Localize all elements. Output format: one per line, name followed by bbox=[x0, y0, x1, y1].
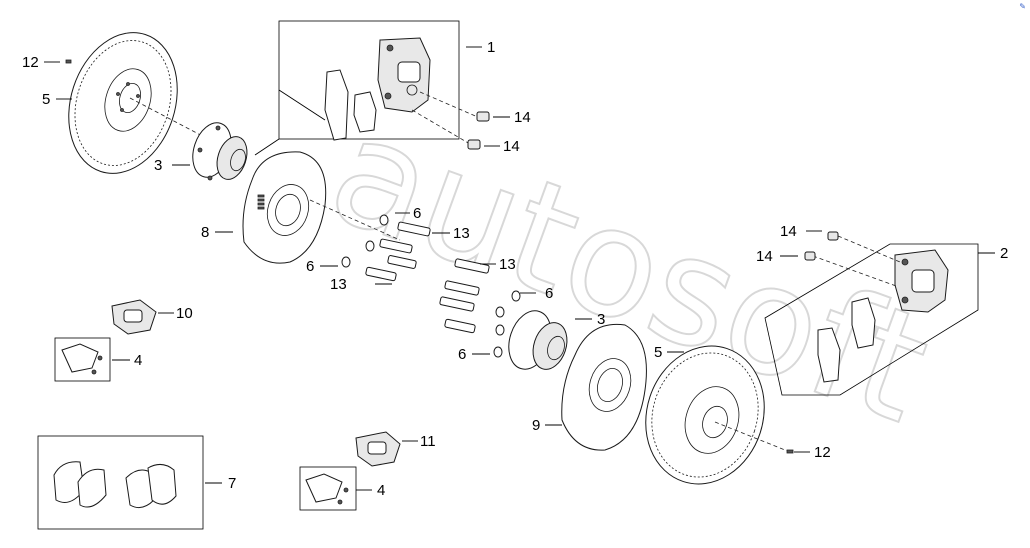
callout-12b: 12 bbox=[814, 444, 831, 461]
bolt-14c[interactable] bbox=[827, 231, 839, 241]
wheel-hub-right[interactable] bbox=[502, 305, 573, 374]
callout-3a: 3 bbox=[154, 157, 162, 174]
callout-5a: 5 bbox=[42, 91, 50, 108]
callout-5b: 5 bbox=[654, 344, 662, 361]
bolt-14a[interactable] bbox=[476, 111, 490, 122]
brake-pad-inner-1[interactable] bbox=[324, 69, 349, 141]
callout-labels: 1 2 3 3 4 4 5 5 6 6 6 6 7 8 9 10 11 12 1… bbox=[22, 39, 1008, 499]
callout-2: 2 bbox=[1000, 245, 1008, 262]
callout-13c: 13 bbox=[330, 276, 347, 293]
callout-4a: 4 bbox=[134, 352, 142, 369]
callout-10: 10 bbox=[176, 305, 193, 322]
backing-plate-right[interactable] bbox=[561, 323, 647, 451]
rear-pad-set[interactable] bbox=[53, 461, 177, 509]
callout-12a: 12 bbox=[22, 54, 39, 71]
brake-pad-inner-2[interactable] bbox=[817, 327, 841, 383]
callout-8: 8 bbox=[201, 224, 209, 241]
screw-12b[interactable] bbox=[786, 449, 794, 454]
kit-box-2 bbox=[764, 243, 979, 396]
brake-disc-left[interactable] bbox=[51, 18, 194, 187]
callout-3b: 3 bbox=[597, 311, 605, 328]
screw-12a[interactable] bbox=[65, 59, 72, 64]
callout-14c: 14 bbox=[780, 223, 797, 240]
callout-6d: 6 bbox=[458, 346, 466, 363]
backing-plate-left[interactable] bbox=[242, 151, 327, 264]
callout-14d: 14 bbox=[756, 248, 773, 265]
leader-lines bbox=[44, 46, 995, 491]
callout-4b: 4 bbox=[377, 482, 385, 499]
pad-hardware-kit-right[interactable] bbox=[305, 473, 349, 505]
callout-9: 9 bbox=[532, 417, 540, 434]
callout-13a: 13 bbox=[453, 225, 470, 242]
rear-caliper-right[interactable] bbox=[355, 431, 401, 467]
kit-box-1 bbox=[278, 20, 460, 140]
wheel-hub-left[interactable] bbox=[186, 118, 252, 183]
callout-13b: 13 bbox=[499, 256, 516, 273]
callout-14b: 14 bbox=[503, 138, 520, 155]
kit-box-4b bbox=[299, 466, 357, 511]
caliper-front-left[interactable] bbox=[377, 37, 431, 113]
brake-pad-outer-2[interactable] bbox=[851, 297, 876, 349]
bolt-14d[interactable] bbox=[804, 251, 816, 261]
brake-pad-outer-1[interactable] bbox=[353, 91, 377, 133]
stud-bolts-right[interactable] bbox=[439, 258, 521, 358]
callout-6c: 6 bbox=[545, 285, 553, 302]
callout-11: 11 bbox=[420, 433, 436, 450]
callout-6a: 6 bbox=[413, 205, 421, 222]
callout-14a: 14 bbox=[514, 109, 531, 126]
brake-disc-right[interactable] bbox=[628, 331, 782, 500]
stud-bolts-left[interactable] bbox=[341, 214, 431, 282]
callout-7: 7 bbox=[228, 475, 236, 492]
kit-box-7 bbox=[37, 435, 204, 530]
pad-hardware-kit-left[interactable] bbox=[61, 343, 103, 375]
edit-pencil-icon[interactable]: ✎ bbox=[1019, 2, 1026, 11]
bolt-14b[interactable] bbox=[467, 139, 481, 150]
callout-6b: 6 bbox=[306, 258, 314, 275]
callout-1: 1 bbox=[487, 39, 495, 56]
rear-caliper-left[interactable] bbox=[111, 299, 157, 335]
caliper-front-right[interactable] bbox=[894, 249, 949, 313]
kit-box-4a bbox=[54, 337, 111, 382]
